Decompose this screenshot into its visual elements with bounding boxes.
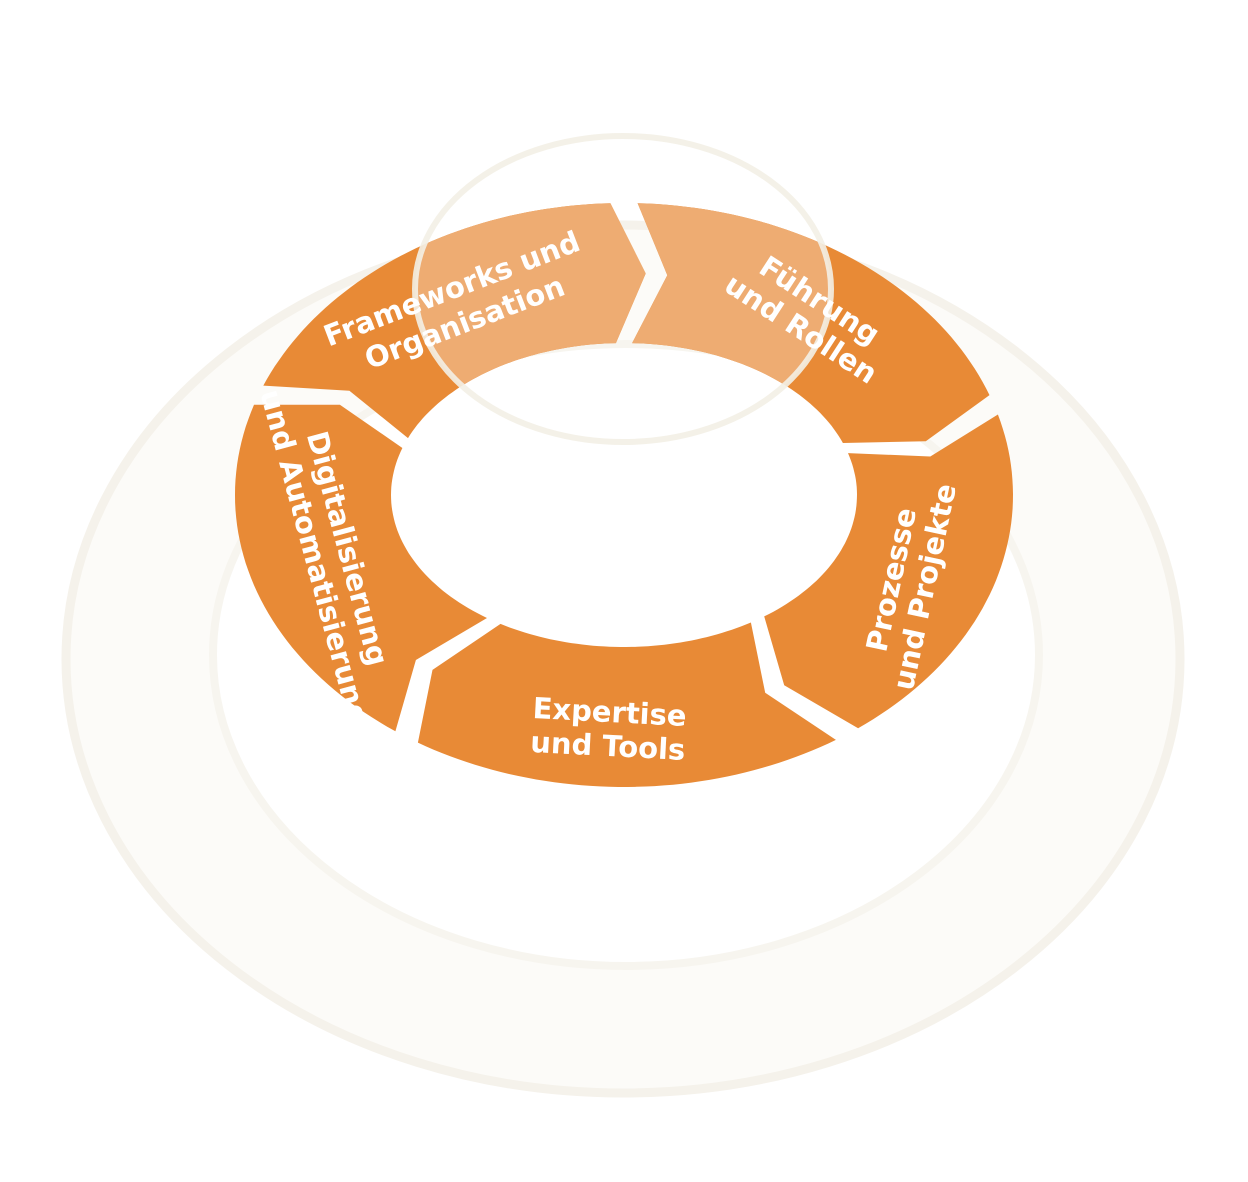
lens-overlay: [415, 203, 831, 442]
segment-frameworks-lens: [415, 203, 646, 439]
segment-label-expertise-line2: und Tools: [530, 725, 687, 767]
segment-prozesse: [764, 414, 1013, 729]
segment-expertise: [417, 622, 836, 787]
segment-label-expertise: Expertise und Tools: [530, 691, 688, 767]
segment-fuehrung-lens: [632, 203, 831, 442]
lens-highlight: [412, 133, 834, 445]
segment-label-expertise-line1: Expertise: [532, 691, 688, 733]
segment-digital: [235, 404, 487, 732]
